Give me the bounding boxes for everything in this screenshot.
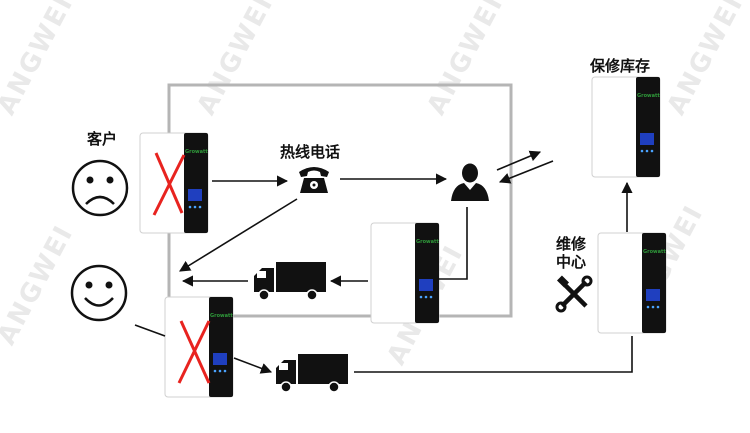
sad-face-icon bbox=[71, 159, 129, 217]
repair-tools-icon bbox=[555, 275, 593, 313]
brand-label: Growatt bbox=[185, 149, 208, 155]
delivery-truck-icon bbox=[253, 261, 327, 301]
brand-label: Growatt bbox=[637, 93, 660, 99]
replacement-inverter: Growatt bbox=[370, 222, 440, 324]
flow-arrows bbox=[134, 150, 633, 374]
repair-center-label-line2: 中心 bbox=[556, 253, 587, 271]
faulty-inverter-returned: Growatt bbox=[164, 296, 234, 398]
brand-label: Growatt bbox=[416, 239, 439, 245]
repair-center-inverter: Growatt bbox=[597, 232, 667, 334]
warehouse-label: 保修库存 bbox=[590, 57, 651, 75]
brand-label: Growatt bbox=[210, 313, 233, 319]
happy-face-icon bbox=[70, 264, 128, 322]
return-truck-icon bbox=[275, 353, 349, 393]
brand-label: Growatt bbox=[643, 249, 666, 255]
service-agent-icon bbox=[451, 163, 489, 201]
repair-center-label-line1: 维修 bbox=[556, 235, 587, 253]
faulty-inverter-customer: Growatt bbox=[139, 132, 209, 234]
warehouse-inverter: Growatt bbox=[591, 76, 661, 178]
hotline-label: 热线电话 bbox=[280, 143, 341, 161]
telephone-icon bbox=[299, 167, 329, 193]
customer-label: 客户 bbox=[87, 130, 118, 148]
